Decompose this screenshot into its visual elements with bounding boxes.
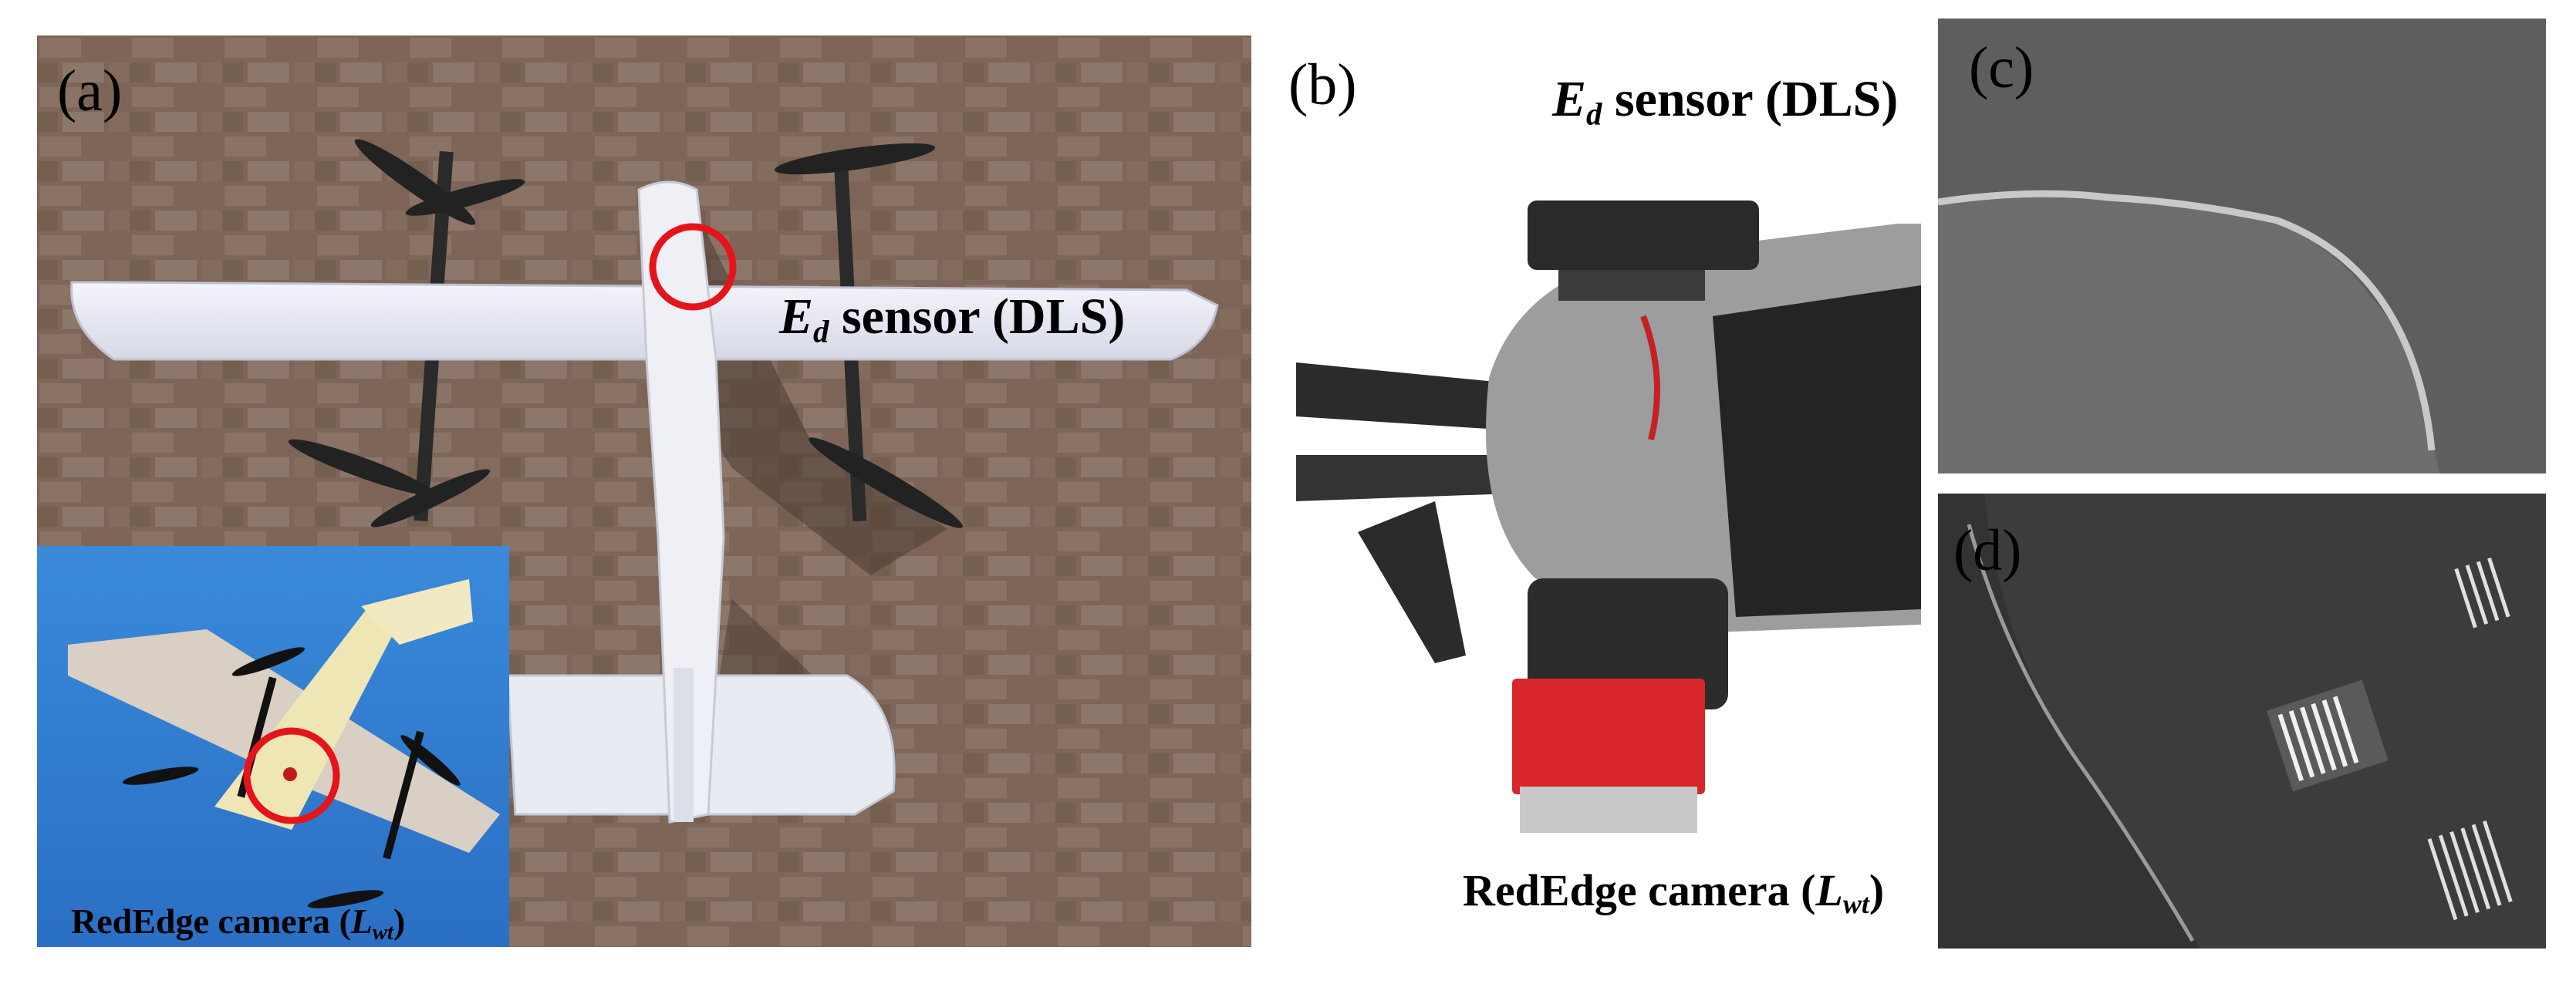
shoreline-image-c	[1938, 19, 2546, 473]
inset-flight-photo	[37, 546, 509, 947]
panel-c-label: (c)	[1969, 35, 2034, 100]
panel-a-photo: (a) Ed sensor (DLS) RedEdge camera (Lwt)	[37, 35, 1251, 947]
target-image-d	[1938, 494, 2546, 949]
panel-b-camera-caption: RedEdge camera (Lwt)	[1463, 865, 1885, 920]
panel-a-label: (a)	[57, 59, 123, 123]
panel-a-inset-caption: RedEdge camera (Lwt)	[71, 901, 406, 945]
panel-c-image: (c)	[1938, 19, 2546, 473]
panel-a-sensor-caption: Ed sensor (DLS)	[779, 288, 1126, 349]
panel-d-label: (d)	[1953, 518, 2022, 583]
dls-highlight-circle	[649, 223, 737, 311]
vtol-drone-photo	[37, 35, 1251, 947]
quadcopter-photo	[1296, 201, 1921, 833]
panel-b-label: (b)	[1288, 52, 1357, 117]
panel-b-photo: (b) Ed sensor (DLS) RedEdge camera (Lwt)	[1281, 23, 1921, 949]
panel-d-image: (d)	[1938, 494, 2546, 949]
panel-b-sensor-caption: Ed sensor (DLS)	[1552, 71, 1899, 132]
